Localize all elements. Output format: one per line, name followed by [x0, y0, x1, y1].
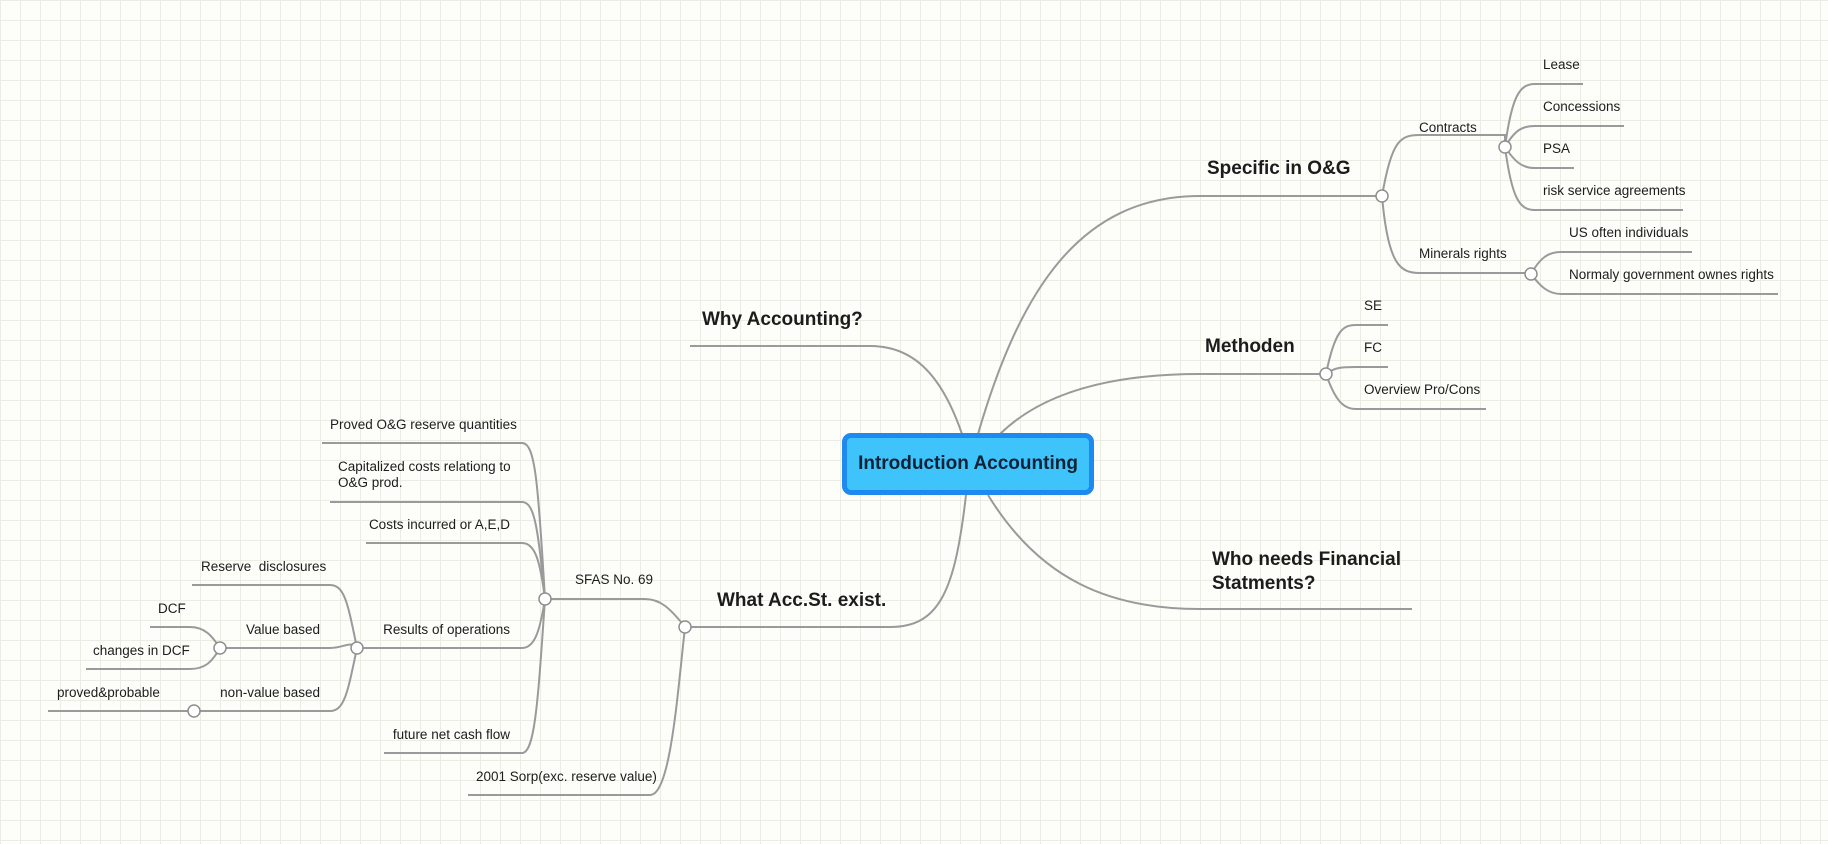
link-methoden-fc: [1325, 366, 1388, 375]
link-methoden-overview: [1325, 373, 1486, 410]
topic-proved-and-probable[interactable]: proved&probable: [57, 685, 160, 700]
topic-lease[interactable]: Lease: [1543, 57, 1580, 72]
topic-why-accounting[interactable]: Why Accounting?: [702, 309, 863, 330]
collapse-knot-contracts[interactable]: [1498, 140, 1512, 154]
central-topic[interactable]: Introduction Accounting: [842, 433, 1094, 495]
link-sfas-proved: [322, 442, 546, 600]
topic-fc[interactable]: FC: [1364, 340, 1382, 355]
topic-reserve-disclosures[interactable]: Reserve disclosures: [201, 559, 327, 574]
topic-psa[interactable]: PSA: [1543, 141, 1571, 156]
branch-knots: [187, 140, 1538, 718]
topic-concessions[interactable]: Concessions: [1543, 99, 1621, 114]
link-what-sfas: [545, 598, 686, 628]
link-specific-contracts: [1381, 134, 1506, 197]
collapse-knot-methoden[interactable]: [1319, 367, 1333, 381]
link-sfas-costs: [366, 542, 546, 600]
topic-value-based[interactable]: Value based: [245, 622, 320, 637]
topic-who-needs-financial-statements[interactable]: Who needs Financial Statments?: [1212, 549, 1401, 594]
topic-methoden[interactable]: Methoden: [1205, 336, 1295, 357]
link-sfas-capitalized: [330, 501, 546, 600]
topic-dcf[interactable]: DCF: [158, 601, 186, 616]
topic-specific-in-og[interactable]: Specific in O&G: [1207, 158, 1351, 179]
link-results-value: [220, 643, 358, 649]
link-sfas-future: [384, 598, 546, 754]
link-specific-minerals: [1381, 195, 1532, 274]
collapse-knot-minerals[interactable]: [1524, 267, 1538, 281]
link-root-why: [690, 345, 963, 435]
topic-changes-in-dcf[interactable]: changes in DCF: [93, 643, 190, 658]
link-methoden-se: [1325, 324, 1388, 375]
link-contracts-lease: [1504, 83, 1583, 148]
collapse-knot-value[interactable]: [213, 641, 227, 655]
topic-2001-sorp[interactable]: 2001 Sorp(exc. reserve value): [476, 769, 657, 784]
link-root-who: [987, 494, 1412, 610]
link-contracts-risk: [1504, 146, 1683, 211]
topic-future-net-cash-flow[interactable]: future net cash flow: [392, 727, 510, 742]
link-results-nonvalue: [194, 647, 358, 712]
link-root-what: [685, 494, 967, 628]
topic-non-value-based[interactable]: non-value based: [220, 685, 320, 700]
topic-normaly-government-ownes-rights[interactable]: Normaly government ownes rights: [1569, 267, 1774, 282]
topic-what-acc-st-exist[interactable]: What Acc.St. exist.: [717, 590, 887, 611]
collapse-knot-sfas[interactable]: [538, 592, 552, 606]
topic-minerals-rights[interactable]: Minerals rights: [1419, 246, 1507, 261]
topic-risk-service-agreements[interactable]: risk service agreements: [1543, 183, 1686, 198]
collapse-knot-nonvalue[interactable]: [187, 704, 201, 718]
topic-se[interactable]: SE: [1364, 298, 1383, 313]
topic-overview-pro-cons[interactable]: Overview Pro/Cons: [1364, 382, 1481, 397]
topic-sfas-no-69[interactable]: SFAS No. 69: [575, 572, 654, 587]
link-what-sorp: [468, 626, 686, 796]
collapse-knot-specific[interactable]: [1375, 189, 1389, 203]
link-root-methoden: [999, 373, 1326, 435]
link-root-specific: [977, 195, 1382, 435]
link-results-reserve: [192, 584, 358, 649]
topic-proved-og-reserve-quantities[interactable]: Proved O&G reserve quantities: [330, 417, 517, 432]
topic-capitalized-costs[interactable]: Capitalized costs relationg to O&G prod.: [338, 459, 511, 490]
topic-contracts[interactable]: Contracts: [1419, 120, 1477, 135]
topic-costs-incurred[interactable]: Costs incurred or A,E,D: [368, 517, 510, 532]
collapse-knot-results[interactable]: [350, 641, 364, 655]
topic-results-of-operations[interactable]: Results of operations: [383, 622, 510, 637]
collapse-knot-what[interactable]: [678, 620, 692, 634]
topic-us-often-individuals[interactable]: US often individuals: [1569, 225, 1689, 240]
